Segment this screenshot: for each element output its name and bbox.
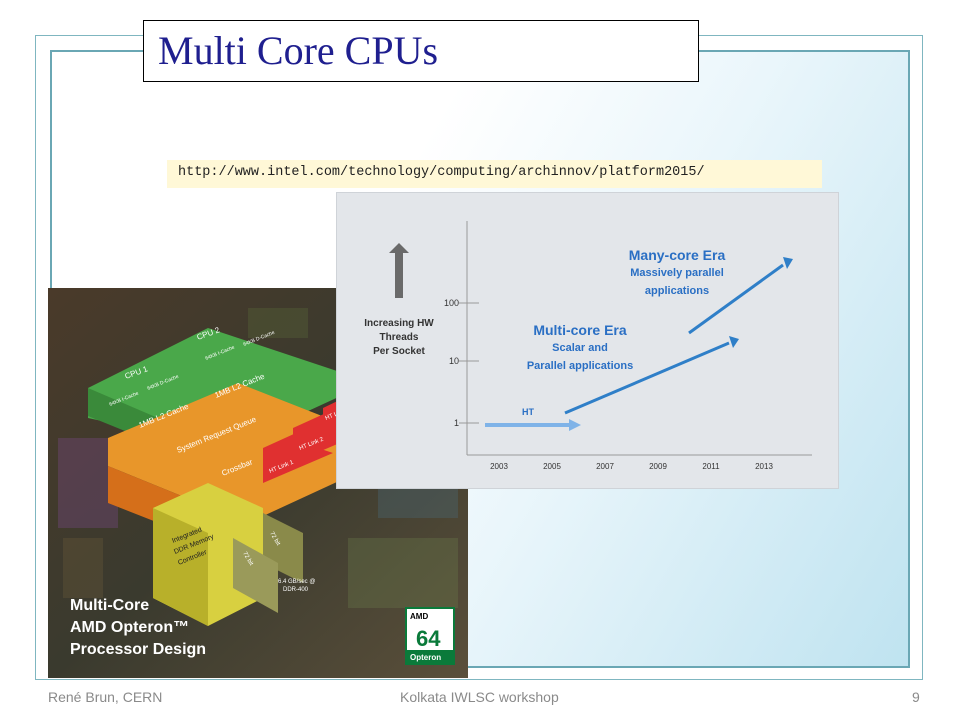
y-label-line-1: Increasing HW <box>364 318 434 329</box>
manycore-era-title: Many-core Era <box>629 247 726 263</box>
footer-event: Kolkata IWLSC workshop <box>400 689 559 705</box>
system-request-queue-block <box>108 383 378 523</box>
source-url-box: http://www.intel.com/technology/computin… <box>167 160 822 188</box>
source-url[interactable]: http://www.intel.com/technology/computin… <box>178 165 705 180</box>
y-tick-1: 1 <box>454 418 459 428</box>
amd-opteron-logo: AMD 64 Opteron <box>405 607 455 665</box>
slide-title: Multi Core CPUs <box>158 28 439 73</box>
x-tick-2009: 2009 <box>649 462 667 471</box>
amd-caption-line-3: Processor Design <box>70 641 206 658</box>
amd-logo-brand: AMD <box>410 612 428 621</box>
ht-trend-arrow <box>485 419 581 431</box>
y-label-line-2: Threads <box>380 332 419 343</box>
manycore-trend-arrow <box>688 257 793 335</box>
title-box: Multi Core CPUs <box>143 20 699 82</box>
manycore-era-line-2: Massively parallel <box>630 267 724 279</box>
amd-logo-number: 64 <box>416 626 441 651</box>
multicore-era-line-3: Parallel applications <box>527 360 633 372</box>
amd-logo-name: Opteron <box>410 653 441 662</box>
y-ticks: 100 10 1 <box>444 298 479 428</box>
x-tick-2007: 2007 <box>596 462 614 471</box>
y-tick-10: 10 <box>449 356 459 366</box>
multicore-era-title: Multi-core Era <box>533 322 627 338</box>
y-tick-100: 100 <box>444 298 459 308</box>
intel-chart-graphic: Increasing HW Threads Per Socket 100 10 … <box>364 221 812 471</box>
manycore-era-line-3: applications <box>645 285 709 297</box>
footer-author: René Brun, CERN <box>48 689 163 705</box>
x-ticks: 2003 2005 2007 2009 2011 2013 <box>490 462 773 471</box>
amd-caption-line-2: AMD Opteron™ <box>70 619 189 636</box>
amd-caption-line-1: Multi-Core <box>70 597 149 614</box>
footer-page-number: 9 <box>912 689 920 705</box>
up-arrow-icon <box>389 243 409 298</box>
bandwidth-label-1: 6.4 GB/sec @ <box>278 579 315 585</box>
multicore-era-line-2: Scalar and <box>552 342 608 354</box>
x-tick-2011: 2011 <box>702 462 720 471</box>
x-tick-2005: 2005 <box>543 462 561 471</box>
multicore-trend-arrow <box>564 336 739 415</box>
x-tick-2013: 2013 <box>755 462 773 471</box>
y-label-line-3: Per Socket <box>373 346 425 357</box>
bandwidth-label-2: DDR-400 <box>283 587 309 593</box>
intel-threads-chart: Increasing HW Threads Per Socket 100 10 … <box>336 192 839 489</box>
x-tick-2003: 2003 <box>490 462 508 471</box>
ht-label: HT <box>522 407 534 417</box>
